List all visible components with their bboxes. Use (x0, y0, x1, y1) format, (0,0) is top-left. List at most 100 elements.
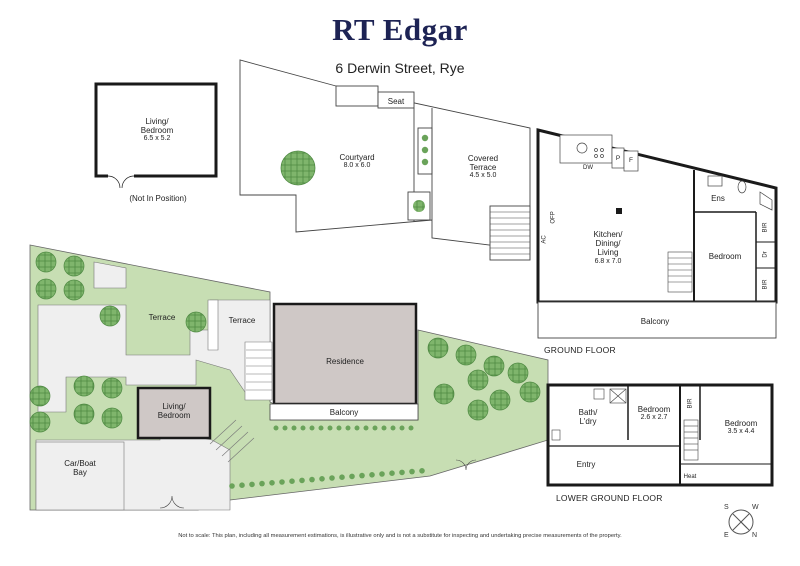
room-name: Bedroom (637, 405, 671, 414)
hedge-shrub-icon (336, 425, 342, 431)
site-steps (209, 349, 272, 463)
tree-icon (35, 278, 57, 300)
bir-label-2: BIR (762, 279, 769, 290)
tree-icon (29, 411, 51, 433)
hedge-shrub-icon (419, 468, 425, 474)
large-bedroom-label: Bedroom 3.5 x 4.4 (715, 419, 767, 436)
hedge-shrub-icon (239, 482, 245, 489)
site-living-bedroom-building (136, 386, 212, 440)
courtyard-label: Courtyard 8.0 x 6.0 (332, 153, 382, 170)
hedge-shrub-icon (349, 473, 355, 480)
site-trees (29, 251, 541, 433)
ensuite-label: Ens (711, 194, 725, 203)
bath-laundry-label: Bath/ L'dry (566, 408, 610, 426)
covered-terrace-label: Covered Terrace 4.5 x 5.0 (458, 154, 508, 180)
hedge-shrub-icon (318, 425, 324, 431)
ground-bedroom-label: Bedroom (708, 252, 742, 261)
tree-icon (185, 311, 207, 333)
room-name-line2: L'dry (579, 417, 597, 427)
hedge-shrub-icon (289, 478, 295, 485)
ac-label: AC (541, 235, 548, 244)
kitchen-bench (559, 134, 639, 172)
hedge-shrub-icon (363, 425, 369, 431)
courtyard-tree-icon (280, 150, 316, 186)
tree-icon (467, 369, 489, 391)
ground-floor-walls (536, 128, 778, 339)
hedge-shrub-icon (282, 425, 288, 431)
residence-label: Residence (326, 357, 364, 366)
compass-south: S (724, 504, 729, 511)
upper-outdoor-plan (239, 59, 531, 261)
lower-ground-floor-title: LOWER GROUND FLOOR (556, 493, 663, 503)
hedge-shrub-icon (329, 475, 335, 481)
room-name-line1: Car/Boat (64, 459, 96, 468)
terrace-label-1: Terrace (148, 313, 176, 322)
tree-icon (73, 375, 95, 397)
fridge-label: F (629, 157, 633, 164)
small-bedroom-label: Bedroom 2.6 x 2.7 (630, 405, 678, 422)
tree-icon (507, 362, 529, 384)
tree-icon (29, 385, 51, 407)
room-name-line2: Dining/ (595, 239, 621, 249)
lower-fixtures (551, 388, 699, 461)
ground-floor-title: GROUND FLOOR (544, 345, 616, 355)
hedge-shrub-icon (389, 470, 395, 477)
terrace-label-2: Terrace (228, 316, 256, 325)
compass-east: E (724, 532, 729, 539)
kitchen-dining-living-label: Kitchen/ Dining/ Living 6.8 x 7.0 (584, 230, 632, 266)
planter-boxes-upper (413, 134, 429, 212)
tree-icon (519, 381, 541, 403)
room-dimensions: 6.8 x 7.0 (594, 257, 622, 265)
tree-icon (433, 383, 455, 405)
tree-icon (73, 403, 95, 425)
residence-building (269, 302, 419, 421)
disclaimer-footer: Not to scale: This plan, including all m… (178, 533, 622, 539)
tree-icon (489, 389, 511, 411)
agency-logo-text: RT Edgar (332, 12, 468, 47)
hedge-shrub-icon (299, 477, 305, 484)
hedge-shrub-icon (372, 425, 378, 431)
pantry-label: P (615, 155, 621, 162)
hedge-shrub-icon (345, 425, 351, 431)
hedge-shrub-icon (269, 480, 275, 486)
tree-icon (35, 251, 57, 273)
tree-icon (427, 337, 449, 359)
hedge-shrub-icon (249, 481, 255, 488)
hedge-shrub-icon (369, 472, 375, 478)
room-name: Courtyard (339, 153, 375, 162)
seat-label: Seat (387, 97, 405, 106)
hedge-shrub-icon (279, 479, 285, 485)
hedge-row (229, 425, 425, 489)
hedge-shrub-icon (408, 425, 414, 431)
hedge-shrub-icon (309, 425, 315, 431)
room-dimensions: 8.0 x 6.0 (343, 162, 371, 170)
compass-west: W (752, 504, 759, 511)
room-name-line1: Covered (467, 154, 499, 163)
lower-ground-walls (546, 383, 774, 487)
dishwasher-label: DW (583, 165, 593, 171)
room-dimensions: 3.5 x 4.4 (727, 428, 755, 436)
hedge-shrub-icon (399, 425, 405, 431)
car-boat-bay-label: Car/Boat Bay (52, 459, 108, 477)
hedge-shrub-icon (379, 471, 385, 477)
room-name-line3: Living (597, 248, 619, 258)
room-name-line1: Bath/ (578, 408, 598, 417)
tree-icon (99, 305, 121, 327)
hedge-shrub-icon (273, 425, 279, 431)
hedge-shrub-icon (259, 480, 265, 487)
hedge-shrub-icon (327, 425, 333, 431)
tree-icon (63, 279, 85, 301)
room-dimensions: 4.5 x 5.0 (469, 172, 497, 180)
hedge-shrub-icon (309, 476, 315, 483)
compass-north: N (752, 532, 758, 539)
room-name-line2: Bedroom (140, 126, 174, 136)
room-name-line2: Bedroom (157, 411, 191, 421)
entry-label: Entry (576, 460, 596, 469)
hedge-shrub-icon (359, 472, 365, 479)
compass-rose (728, 509, 754, 535)
stair-treads-upper (490, 211, 530, 255)
site-living-bedroom-label: Living/ Bedroom (150, 402, 198, 420)
hedge-shrub-icon (390, 425, 396, 431)
